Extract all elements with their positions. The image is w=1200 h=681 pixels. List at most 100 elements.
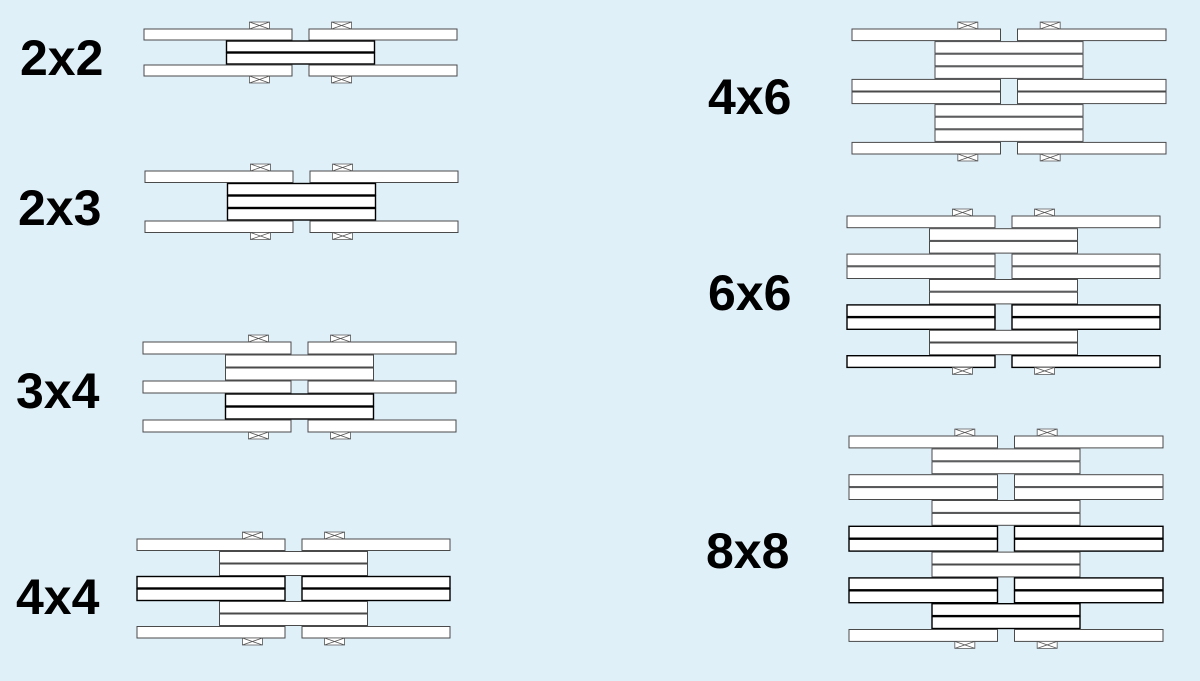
inner-plate	[929, 342, 1078, 356]
inner-plate	[931, 615, 1081, 630]
label-4x6: 4x6	[708, 69, 791, 125]
inner-plate	[934, 104, 1084, 117]
outer-plate	[848, 435, 998, 449]
outer-plate	[309, 220, 459, 233]
pin-head-icon	[952, 367, 973, 375]
inner-plate	[934, 66, 1084, 79]
label-2x2: 2x2	[20, 30, 103, 86]
pin-head-icon	[324, 637, 345, 646]
inner-plate	[931, 564, 1081, 578]
outer-plate	[1014, 435, 1164, 449]
pin-head-icon	[1034, 208, 1055, 217]
outer-plate	[848, 577, 999, 591]
outer-plate	[301, 588, 451, 602]
outer-plate	[142, 419, 292, 433]
pin-head-icon	[248, 431, 269, 440]
outer-plate	[144, 170, 294, 183]
outer-plate	[1013, 590, 1164, 604]
pin-head-icon	[324, 531, 345, 540]
pin-head-icon	[331, 75, 352, 84]
pin-head-icon	[1039, 153, 1061, 162]
outer-plate	[1013, 538, 1164, 552]
outer-plate	[144, 220, 294, 233]
pin-head-icon	[954, 641, 976, 649]
pin-head-icon	[249, 75, 270, 84]
outer-plate	[846, 316, 996, 331]
inner-plate	[931, 603, 1081, 617]
outer-plate	[848, 590, 999, 604]
outer-plate	[1013, 577, 1164, 591]
outer-plate	[1014, 487, 1164, 501]
inner-plate	[931, 461, 1081, 475]
inner-plate	[225, 40, 376, 53]
outer-plate	[1017, 141, 1167, 155]
outer-plate	[307, 380, 457, 394]
outer-plate	[1013, 525, 1164, 539]
outer-plate	[308, 28, 458, 41]
outer-plate	[142, 380, 292, 394]
outer-plate	[136, 538, 286, 551]
pin-head-icon	[332, 232, 353, 240]
plate-group-4x4	[136, 531, 451, 646]
outer-plate	[846, 253, 996, 267]
pin-head-icon	[242, 637, 263, 646]
inner-plate	[219, 613, 368, 626]
inner-plate	[931, 551, 1081, 565]
pin-head-icon	[250, 163, 271, 172]
plate-group-2x3	[144, 163, 459, 240]
outer-plate	[307, 341, 457, 355]
pin-head-icon	[249, 21, 270, 30]
inner-plate	[934, 41, 1084, 54]
inner-plate	[929, 279, 1078, 292]
outer-plate	[851, 78, 1001, 92]
label-2x3: 2x3	[18, 180, 101, 236]
outer-plate	[307, 419, 457, 433]
plate-group-3x4	[142, 334, 457, 440]
outer-plate	[301, 626, 451, 639]
inner-plate	[934, 53, 1084, 67]
inner-plate	[219, 601, 368, 614]
inner-plate	[219, 551, 368, 564]
inner-plate	[226, 182, 377, 196]
outer-plate	[1017, 28, 1167, 42]
pin-head-icon	[331, 21, 352, 30]
inner-plate	[224, 406, 375, 420]
pin-head-icon	[250, 232, 271, 240]
outer-plate	[1014, 474, 1164, 488]
outer-plate	[1011, 215, 1161, 229]
outer-plate	[851, 141, 1001, 155]
label-8x8: 8x8	[706, 523, 789, 579]
outer-plate	[143, 28, 293, 41]
outer-plate	[1011, 316, 1161, 331]
inner-plate	[226, 195, 377, 209]
outer-plate	[851, 28, 1001, 42]
outer-plate	[846, 304, 996, 318]
inner-plate	[929, 329, 1078, 343]
outer-plate	[1017, 91, 1167, 105]
label-6x6: 6x6	[708, 265, 791, 321]
outer-plate	[851, 91, 1001, 105]
plate-group-8x8	[848, 428, 1164, 649]
plate-groups	[136, 21, 1167, 649]
pin-head-icon	[954, 428, 976, 437]
outer-plate	[846, 355, 996, 369]
outer-plate	[308, 64, 458, 77]
pin-head-icon	[1039, 21, 1061, 30]
outer-plate	[136, 626, 286, 639]
outer-plate	[1014, 629, 1164, 642]
pin-head-icon	[952, 208, 973, 217]
inner-plate	[219, 563, 368, 576]
pin-head-icon	[1036, 641, 1058, 649]
outer-plate	[136, 575, 286, 589]
outer-plate	[309, 170, 459, 183]
outer-plate	[848, 525, 999, 539]
outer-plate	[848, 629, 998, 642]
outer-plate	[1011, 304, 1161, 318]
pin-head-icon	[1036, 428, 1058, 437]
outer-plate	[1017, 78, 1167, 92]
outer-plate	[846, 215, 996, 229]
pin-head-icon	[248, 334, 269, 343]
inner-plate	[225, 354, 374, 368]
outer-plate	[142, 341, 292, 355]
